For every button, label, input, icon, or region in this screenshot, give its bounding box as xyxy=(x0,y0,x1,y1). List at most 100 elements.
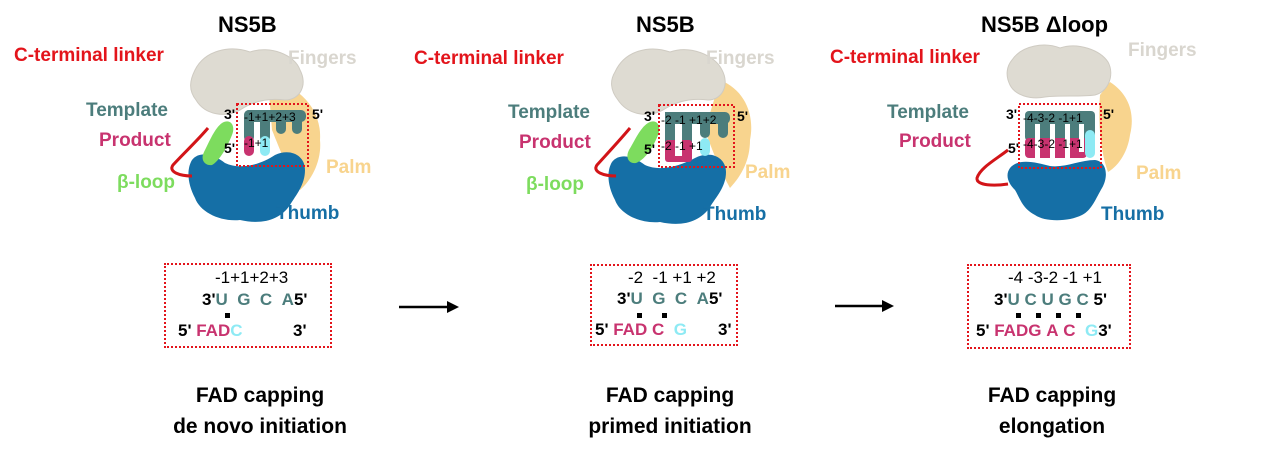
active-site-box xyxy=(1018,103,1102,169)
template-base: A xyxy=(696,289,709,308)
template-3prime: 3' xyxy=(202,290,216,309)
template-prong xyxy=(682,112,692,142)
inset-template-3prime: 3' xyxy=(1006,106,1018,122)
new-base: C xyxy=(230,321,243,340)
inset-template-3prime: 3' xyxy=(644,108,656,124)
inset-product-5prime: 5' xyxy=(644,141,656,157)
product-sequence-row: 5' FAD C G xyxy=(595,320,687,340)
label-beta-loop: β-loop xyxy=(117,172,176,193)
label-product: Product xyxy=(99,130,171,151)
new-base: G xyxy=(673,320,687,339)
c-terminal-linker xyxy=(170,127,210,178)
label-palm: Palm xyxy=(745,162,791,183)
caption-line-1: FAD capping xyxy=(605,384,735,407)
label-c-terminal-linker: C-terminal linker xyxy=(414,48,564,69)
template-base: G xyxy=(237,290,251,309)
inset-product-positions: -1+1 xyxy=(244,136,269,150)
palm-domain xyxy=(705,80,752,188)
product-5prime: 5' xyxy=(595,320,609,339)
caption-line-2: de novo initiation xyxy=(173,415,347,438)
template-prong xyxy=(665,112,675,142)
template-base: C xyxy=(674,289,688,308)
base-pair-gap xyxy=(1079,124,1084,152)
product-gap xyxy=(675,124,682,156)
beta-loop xyxy=(627,121,660,164)
palm-domain xyxy=(1099,82,1132,172)
template-prong xyxy=(260,110,270,142)
inset-template-5prime: 5' xyxy=(737,108,749,124)
template-base: U xyxy=(1041,290,1054,309)
label-thumb: Thumb xyxy=(276,203,340,224)
base-pair-dot xyxy=(1036,313,1041,318)
inset-product-5prime: 5' xyxy=(1008,140,1020,156)
template-base: C xyxy=(1076,290,1089,309)
rna-inset-2 xyxy=(658,104,735,168)
label-palm: Palm xyxy=(1136,163,1182,184)
template-3prime: 3' xyxy=(617,289,631,308)
product-3prime: 3' xyxy=(293,321,307,340)
template-5prime: 5' xyxy=(293,290,308,309)
thumb-domain xyxy=(188,152,305,222)
inset-product-positions: -2 -1 +1 xyxy=(661,139,703,153)
inset-product-5prime: 5' xyxy=(224,140,236,156)
label-template: Template xyxy=(86,100,169,121)
inset-template-3prime: 3' xyxy=(224,106,236,122)
protein-cartoon-3 xyxy=(975,44,1132,221)
panel-title: NS5B Δloop xyxy=(981,12,1109,37)
base-pair-gap xyxy=(1050,124,1055,158)
product-3prime: 3' xyxy=(1098,321,1112,340)
arrow-head xyxy=(882,300,894,312)
template-strand-block xyxy=(1025,111,1095,141)
template-base: U xyxy=(1007,290,1020,309)
label-product: Product xyxy=(519,132,591,153)
panel-title: NS5B xyxy=(218,12,277,37)
new-nucleotide-prong xyxy=(260,136,270,156)
new-base: G xyxy=(1084,321,1099,340)
base-pair-dot xyxy=(1016,313,1021,318)
product-base: C xyxy=(1063,321,1076,340)
product-base: A xyxy=(1046,321,1059,340)
label-c-terminal-linker: C-terminal linker xyxy=(830,47,980,68)
label-c-terminal-linker: C-terminal linker xyxy=(14,45,164,66)
sequence-positions: -2 -1 +1 +2 xyxy=(628,268,716,287)
product-base: G xyxy=(1028,321,1042,340)
active-site-box xyxy=(658,104,735,168)
caption-line-1: FAD capping xyxy=(987,384,1117,407)
template-prong xyxy=(292,110,302,134)
template-base: C xyxy=(1024,290,1037,309)
beta-loop xyxy=(202,121,234,166)
label-fingers: Fingers xyxy=(288,48,357,69)
template-prong xyxy=(700,112,710,138)
protein-cartoon-1 xyxy=(170,48,321,222)
template-5prime: 5' xyxy=(708,289,723,308)
arrow-1 xyxy=(399,301,459,313)
template-strand-bar xyxy=(665,112,730,124)
product-base: C xyxy=(651,320,665,339)
protein-cartoon-2 xyxy=(594,48,752,224)
product-strand-block xyxy=(1025,138,1087,158)
panel-caption: FAD capping de novo initiation xyxy=(150,380,370,442)
template-sequence-row: 3'U G C A5' xyxy=(617,289,722,309)
fad-cap: FAD xyxy=(994,321,1029,340)
product-prong xyxy=(244,136,254,156)
label-fingers: Fingers xyxy=(1128,40,1197,61)
new-nucleotide-prong xyxy=(700,138,710,156)
sequence-positions: -1+1+2+3 xyxy=(215,268,289,287)
product-5prime: 5' xyxy=(178,321,192,340)
template-sequence-row: 3'U C U G C 5' xyxy=(994,290,1107,310)
label-thumb: Thumb xyxy=(1101,204,1165,225)
label-template: Template xyxy=(887,102,970,123)
sequence-box xyxy=(164,263,332,348)
fad-cap: FAD xyxy=(196,321,231,340)
label-fingers: Fingers xyxy=(706,48,775,69)
active-site-box xyxy=(236,103,309,167)
template-base: G xyxy=(1058,290,1072,309)
rna-inset-3 xyxy=(1018,103,1102,169)
panel-caption: FAD capping elongation xyxy=(942,380,1162,442)
template-strand-bar xyxy=(244,110,306,122)
base-pair-dot xyxy=(1076,313,1081,318)
sequence-box xyxy=(590,264,738,346)
base-pair-dot xyxy=(637,313,642,318)
label-product: Product xyxy=(899,131,971,152)
